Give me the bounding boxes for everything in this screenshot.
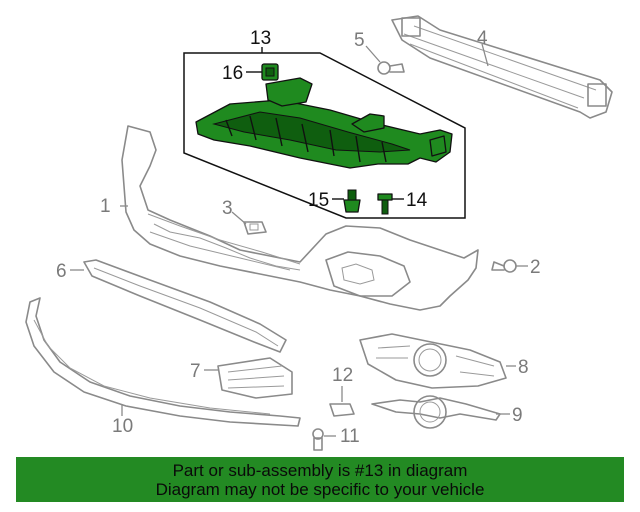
part-8-bezel (359, 333, 507, 389)
callout-4: 4 (477, 28, 488, 49)
callout-16: 16 (222, 63, 243, 84)
part-4-impact-bar (391, 15, 613, 119)
callout-15: 15 (308, 190, 329, 211)
banner-line-part: Part or sub-assembly is #13 in diagram (172, 461, 468, 480)
leader-3 (231, 211, 247, 225)
banner-line-disclaimer: Diagram may not be specific to your vehi… (155, 480, 485, 499)
part-10-trim (25, 297, 301, 427)
part-2-screw (491, 259, 517, 273)
part-9-ring (371, 395, 501, 429)
callout-13: 13 (250, 28, 271, 49)
part-12-clip (329, 403, 355, 417)
info-banner: Part or sub-assembly is #13 in diagram D… (16, 457, 624, 502)
part-3-clip (243, 221, 267, 235)
part-11-bolt (312, 428, 324, 451)
callout-1: 1 (100, 196, 111, 217)
callout-6: 6 (56, 261, 67, 282)
callout-9: 9 (512, 405, 523, 426)
callout-5: 5 (354, 30, 365, 51)
callout-12: 12 (332, 365, 353, 386)
callout-11: 11 (340, 426, 360, 447)
part-14-bolt (377, 193, 393, 215)
callout-14: 14 (406, 190, 428, 211)
part-1-fascia (121, 125, 479, 311)
part-13-deflector (195, 77, 453, 169)
callout-2: 2 (530, 257, 541, 278)
part-16-clip (261, 63, 279, 81)
leader-5 (365, 45, 381, 63)
part-6-molding (83, 259, 287, 353)
part-5-retainer (377, 61, 405, 75)
callout-7: 7 (190, 361, 201, 382)
callout-8: 8 (518, 357, 529, 378)
callout-10: 10 (112, 416, 133, 437)
part-7-insert (217, 357, 293, 399)
part-15-retainer (343, 189, 361, 213)
leader-4 (481, 43, 489, 67)
callout-3: 3 (222, 198, 233, 219)
